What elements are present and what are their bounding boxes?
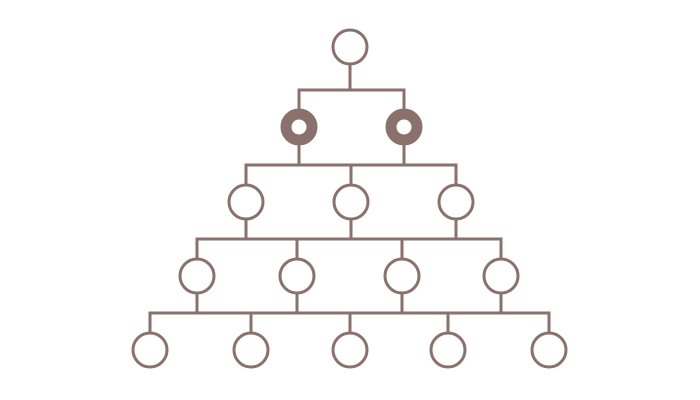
tree-node-l2-n0 [227, 183, 265, 221]
tree-node-l3-n0 [178, 257, 216, 295]
tree-node-l4-n2 [331, 331, 369, 369]
tree-node-l4-n1 [232, 331, 270, 369]
node-circle [331, 331, 369, 369]
tree-node-l3-n1 [278, 257, 316, 295]
tree-node-l3-n2 [383, 257, 421, 295]
tree-node-l4-n3 [429, 331, 467, 369]
tree-node-l4-n4 [530, 331, 568, 369]
connector-lines [148, 62, 551, 335]
node-circle [278, 257, 316, 295]
tree-nodes [131, 28, 568, 369]
node-circle [331, 28, 369, 66]
node-circle [332, 183, 370, 221]
node-center-hole [399, 122, 409, 132]
node-center-hole [294, 122, 304, 132]
node-circle [227, 183, 265, 221]
node-circle [482, 257, 520, 295]
tree-node-highlighted-l1-n0 [280, 108, 318, 146]
tree-node-l3-n3 [482, 257, 520, 295]
node-circle [178, 257, 216, 295]
tree-node-l0-n0 [331, 28, 369, 66]
tree-node-l4-n0 [131, 331, 169, 369]
node-circle [383, 257, 421, 295]
node-circle [530, 331, 568, 369]
node-circle [232, 331, 270, 369]
node-circle [131, 331, 169, 369]
tree-node-highlighted-l1-n1 [385, 108, 423, 146]
tree-node-l2-n2 [437, 183, 475, 221]
tree-node-l2-n1 [332, 183, 370, 221]
node-circle [429, 331, 467, 369]
node-circle [437, 183, 475, 221]
